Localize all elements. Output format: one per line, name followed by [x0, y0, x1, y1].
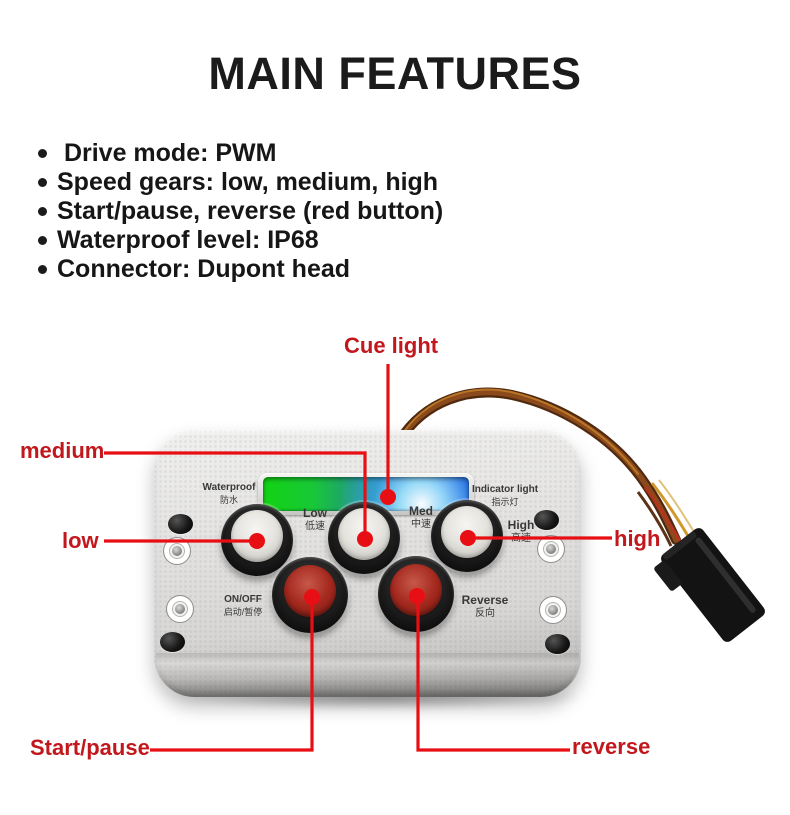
dupont-connector-step [654, 560, 682, 591]
callout-low: low [62, 528, 99, 553]
reverse-button-cap [390, 564, 442, 617]
reverse-label-zh: 反向 [475, 608, 495, 619]
onoff-label-en: ON/OFF [224, 594, 262, 605]
bullet-icon [38, 207, 47, 216]
med-button [328, 502, 400, 574]
start-pause-button-cap [284, 565, 336, 618]
screw-icon [168, 514, 193, 534]
screw-icon [545, 634, 570, 654]
waterproof-label: Waterproof 防水 [182, 482, 276, 506]
feature-item: Speed gears: low, medium, high [38, 168, 443, 197]
callout-start-pause: Start/pause [30, 735, 150, 760]
low-button-cap [231, 510, 283, 563]
wire-strand-pale [658, 479, 695, 533]
callout-medium: medium [20, 438, 105, 463]
bullet-icon [38, 178, 47, 187]
bullet-icon [38, 236, 47, 245]
feature-item: Waterproof level: IP68 [38, 226, 443, 255]
callout-cue-light: Cue light [344, 333, 439, 358]
screw-icon [166, 595, 194, 623]
med-button-cap [338, 508, 390, 561]
screw-icon [160, 632, 185, 652]
feature-text: Connector: Dupont head [57, 255, 351, 283]
bullet-icon [38, 149, 47, 158]
feature-item: Connector: Dupont head [38, 255, 443, 284]
device-photo: Waterproof 防水 Indicator light 指示灯 Low 低速… [154, 430, 581, 697]
feature-text: Waterproof level: IP68 [57, 226, 319, 254]
feature-item: Start/pause, reverse (red button) [38, 197, 443, 226]
feature-list: Drive mode: PWM Speed gears: low, medium… [38, 139, 443, 284]
waterproof-label-en: Waterproof [202, 482, 256, 493]
dupont-connector-body [661, 528, 765, 642]
bullet-icon [38, 265, 47, 274]
high-button [431, 500, 503, 572]
callout-reverse: reverse [572, 734, 651, 759]
high-button-cap [441, 506, 493, 559]
feature-item: Drive mode: PWM [38, 139, 443, 168]
dupont-connector-highlight [695, 537, 756, 613]
feature-text: Start/pause, reverse (red button) [57, 197, 444, 225]
callout-high: high [614, 526, 661, 551]
reverse-button [378, 556, 454, 632]
screw-icon [539, 596, 567, 624]
low-button [221, 504, 293, 576]
indicator-label-en: Indicator light [471, 484, 539, 495]
start-pause-button [272, 557, 348, 633]
dupont-connector-top-edge [663, 531, 697, 560]
page-title: MAIN FEATURES [208, 48, 582, 99]
screw-icon [163, 537, 191, 565]
feature-text: Speed gears: low, medium, high [57, 168, 439, 196]
feature-text: Drive mode: PWM [57, 139, 277, 167]
